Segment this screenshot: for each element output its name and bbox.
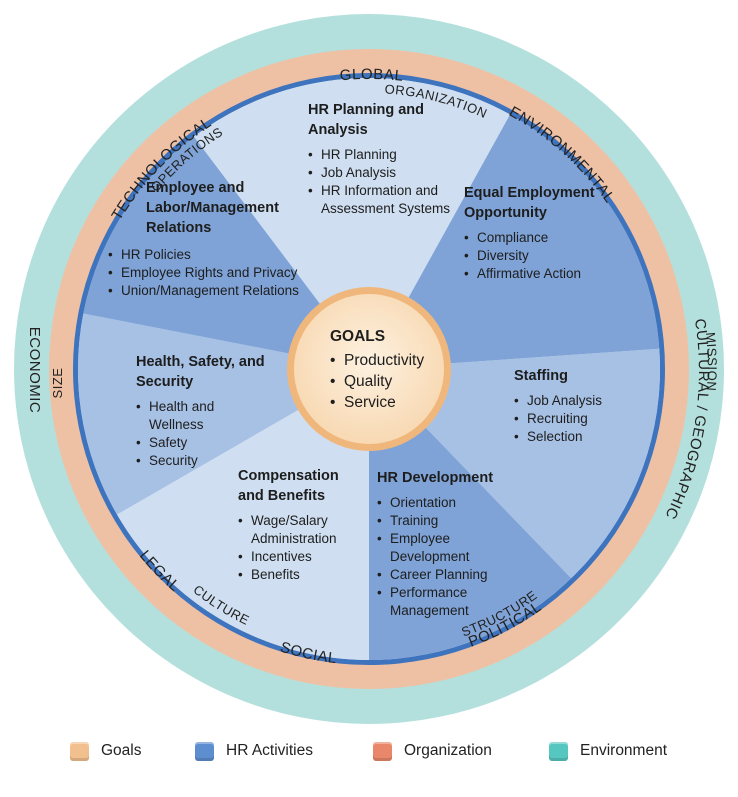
activity-eeo: Equal Employment Opportunity Compliance …	[464, 183, 614, 283]
legend-item-goals: Goals	[70, 740, 142, 762]
activity-item: Career Planning	[377, 566, 517, 584]
activity-list: Compliance Diversity Affirmative Action	[464, 229, 614, 283]
activity-employee-relations: Employee and Labor/Management Relations …	[108, 178, 313, 300]
activity-title: Equal Employment Opportunity	[464, 185, 595, 221]
legend-item-environment: Environment	[549, 740, 667, 762]
activity-item: Wage/Salary Administration	[238, 512, 368, 548]
activity-item: Job Analysis	[308, 164, 458, 182]
legend-label: Organization	[404, 742, 492, 759]
activity-health-safety: Health, Safety, and Security Health and …	[136, 352, 266, 470]
activity-list: Wage/Salary Administration Incentives Be…	[238, 512, 368, 584]
legend-swatch	[195, 741, 214, 761]
activity-item: Performance Management	[377, 584, 517, 620]
activity-list: HR Policies Employee Rights and Privacy …	[108, 246, 313, 300]
activity-title: Employee and Labor/Management Relations	[146, 180, 279, 236]
goals-title: GOALS	[330, 328, 386, 345]
activity-item: Union/Management Relations	[108, 282, 313, 300]
activity-item: Recruiting	[514, 410, 644, 428]
activity-title: HR Development	[377, 470, 494, 486]
activity-title: HR Planning and Analysis	[308, 102, 424, 138]
activity-list: HR Planning Job Analysis HR Information …	[308, 146, 458, 218]
legend-swatch	[549, 741, 568, 761]
activity-item: Incentives	[238, 548, 368, 566]
activity-list: Orientation Training Employee Developmen…	[377, 494, 517, 620]
goals-block: GOALS Productivity Quality Service	[330, 328, 450, 413]
activity-hr-planning: HR Planning and Analysis HR Planning Job…	[308, 100, 458, 218]
activity-item: Benefits	[238, 566, 368, 584]
activity-item: Affirmative Action	[464, 265, 614, 283]
activity-item: HR Planning	[308, 146, 458, 164]
env-label-economic: ECONOMIC	[26, 327, 43, 414]
activity-item: Training	[377, 512, 517, 530]
goal-item: Service	[330, 392, 450, 413]
activity-item: HR Information and Assessment Systems	[308, 182, 458, 218]
activity-item: Employee Rights and Privacy	[108, 264, 313, 282]
activity-item: Diversity	[464, 247, 614, 265]
activity-item: Selection	[514, 428, 644, 446]
activity-item: Safety	[136, 434, 266, 452]
activity-item: HR Policies	[108, 246, 313, 264]
activity-list: Health and Wellness Safety Security	[136, 398, 266, 470]
goals-list: Productivity Quality Service	[330, 350, 450, 413]
env-label-global: GLOBAL	[339, 66, 404, 85]
activity-item: Compliance	[464, 229, 614, 247]
legend-swatch	[373, 741, 392, 761]
activity-list: Job Analysis Recruiting Selection	[514, 392, 644, 446]
legend-item-hr-activities: HR Activities	[195, 740, 313, 762]
activity-title: Compensation and Benefits	[238, 468, 339, 504]
legend-label: HR Activities	[226, 742, 313, 759]
goal-item: Quality	[330, 371, 450, 392]
activity-item: Orientation	[377, 494, 517, 512]
activity-staffing: Staffing Job Analysis Recruiting Selecti…	[514, 366, 644, 446]
legend-label: Goals	[101, 742, 142, 759]
activity-compensation: Compensation and Benefits Wage/Salary Ad…	[238, 466, 368, 584]
org-label-size: SIZE	[50, 368, 65, 399]
org-label-mission: MISSION	[703, 332, 720, 392]
goal-item: Productivity	[330, 350, 450, 371]
legend-label: Environment	[580, 742, 668, 759]
legend-swatch	[70, 741, 89, 761]
activity-item: Security	[136, 452, 266, 470]
activity-item: Employee Development	[377, 530, 517, 566]
activity-item: Job Analysis	[514, 392, 644, 410]
activity-hr-development: HR Development Orientation Training Empl…	[377, 468, 517, 620]
activity-title: Staffing	[514, 368, 568, 384]
legend-item-organization: Organization	[373, 740, 492, 762]
activity-item: Health and Wellness	[136, 398, 266, 434]
activity-title: Health, Safety, and Security	[136, 354, 265, 390]
